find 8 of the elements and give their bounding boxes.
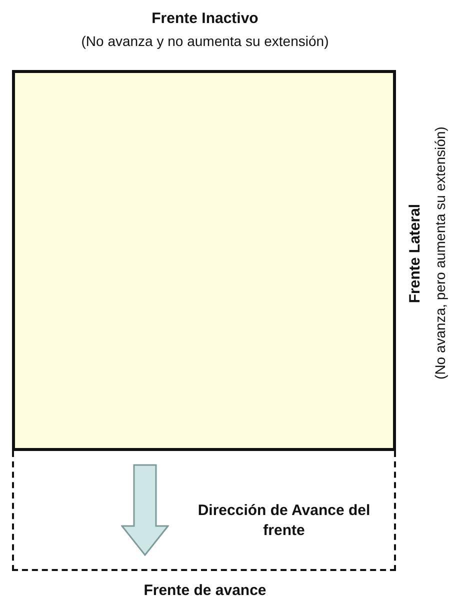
front-note: (No avanza y no aumenta su extensión) [80,33,330,49]
front-heading: Frente Lateral [406,202,424,306]
front-note: (No avanza, pero aumenta su extensión) [432,126,448,382]
advance-zone [12,451,396,571]
direction-text: Dirección de Avance del frente [196,501,372,541]
front-heading: Frente de avance [142,582,268,599]
front-heading: Frente Inactivo [150,10,260,27]
inactive-zone [12,70,396,451]
